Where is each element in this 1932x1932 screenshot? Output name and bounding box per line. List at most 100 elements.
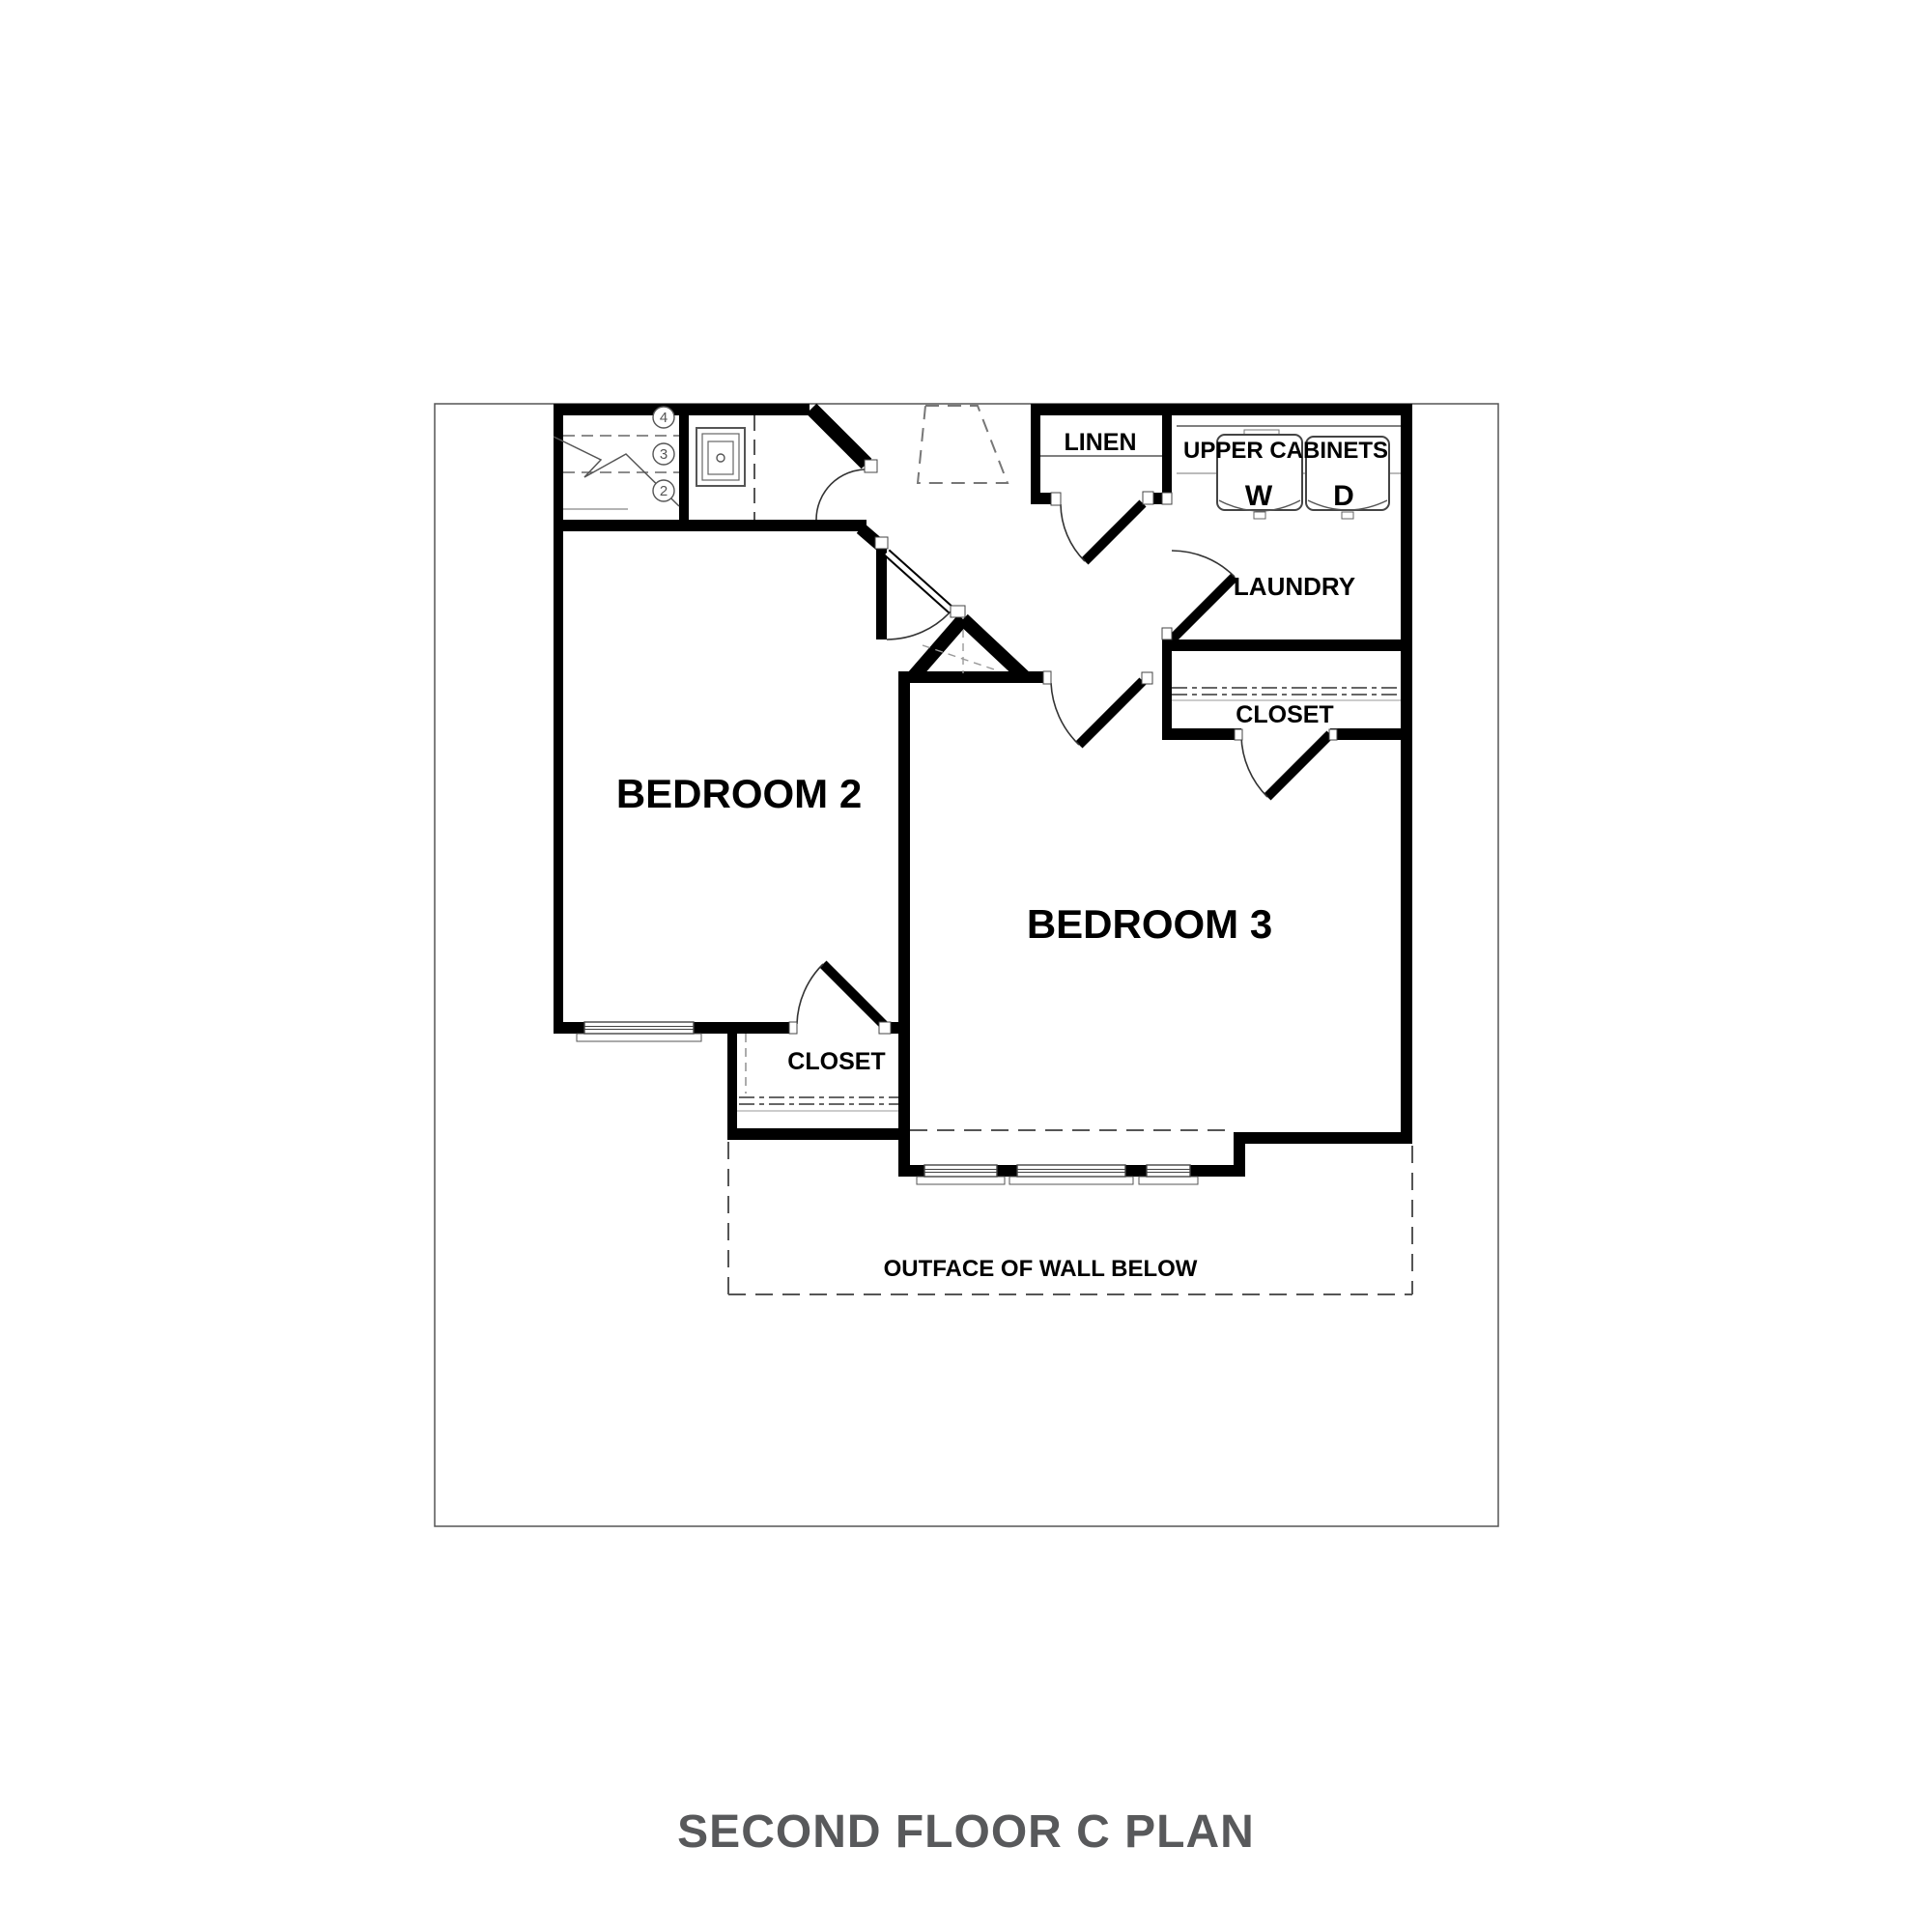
closet3-door-leaf	[1264, 730, 1334, 801]
bedroom2-window	[576, 1021, 702, 1042]
walls	[554, 403, 1412, 1177]
jamb-closet3-left	[1234, 728, 1243, 741]
bedroom3-window-2-sill	[1009, 1176, 1134, 1185]
washer-foot	[1253, 511, 1266, 520]
bedroom3-door-leaf	[1075, 677, 1147, 749]
bedroom3-window-2	[1009, 1164, 1134, 1185]
bedroom3-window-1	[916, 1164, 1006, 1185]
wall-triangle-right	[958, 613, 1031, 684]
jamb-bedroom3-hinge	[1141, 671, 1153, 685]
wall-left-exterior	[554, 404, 563, 1034]
bedroom3-window-3	[1138, 1164, 1199, 1185]
jamb-laundry-top	[1161, 492, 1173, 505]
bedroom2-door-leaf	[885, 551, 953, 612]
jamb-hall-angled	[864, 459, 878, 473]
wall-angled-hall	[806, 403, 872, 469]
attic-access-inner	[707, 440, 734, 475]
bedroom2-window-sill	[576, 1033, 702, 1042]
washer-body	[1216, 434, 1303, 511]
bedroom3-window-3-frame	[1146, 1164, 1191, 1178]
washer-label: W	[1245, 480, 1273, 512]
stairwell: 4 3 2	[553, 406, 680, 510]
bedroom2-label: BEDROOM 2	[616, 771, 862, 816]
closet2-door-leaf	[819, 960, 889, 1030]
wall-closet3-left	[1162, 639, 1172, 740]
bedroom3-window-2-frame	[1016, 1164, 1126, 1178]
dryer-front-curve	[1307, 499, 1388, 511]
wall-bedroom2-bottom-b	[694, 1022, 737, 1034]
drawing-border	[434, 403, 1499, 1527]
wall-closet3-bottom-b	[1330, 728, 1412, 740]
stair-number-circle-2	[652, 479, 675, 502]
wall-stair-right	[679, 404, 689, 531]
wall-closet2-left	[727, 1022, 737, 1140]
jamb-closet2-left	[788, 1021, 798, 1035]
jamb-bedroom3-left	[1042, 670, 1052, 685]
wall-window-seg-a	[898, 1165, 924, 1177]
dryer-label: D	[1333, 480, 1354, 512]
attic-access-outer	[696, 427, 746, 487]
closet-shelving	[737, 455, 1401, 1112]
jamb-bedroom2-hinge	[874, 536, 889, 550]
attic-access-mid	[701, 433, 740, 481]
attic-access-pull	[716, 453, 725, 463]
jamb-closet2-hinge	[878, 1021, 892, 1035]
bedroom2-window-frame	[583, 1021, 695, 1035]
outface-outline	[727, 1129, 1413, 1295]
windows	[576, 1021, 1199, 1185]
stair-number-4: 4	[660, 410, 668, 426]
wall-bedroom2-door-side	[876, 539, 887, 639]
closet2-label: CLOSET	[787, 1048, 885, 1075]
wall-bedroom2-bottom-a	[554, 1022, 584, 1034]
laundry-room	[1177, 425, 1401, 520]
wall-bedroom3-top	[898, 671, 1051, 683]
closet3-door-arc	[1240, 735, 1268, 798]
doors	[796, 469, 1334, 1030]
bedroom3-window-3-sill	[1138, 1176, 1199, 1185]
jamb-linen-hinge	[1142, 491, 1154, 505]
stair-door-arc	[815, 469, 867, 521]
stair-number-circle-4	[652, 406, 675, 429]
closet2-door-arc	[796, 963, 824, 1025]
linen-door-arc	[1060, 503, 1086, 562]
dryer-foot	[1341, 511, 1354, 520]
bedroom3-door-arc	[1050, 682, 1080, 746]
wall-linen-right	[1162, 404, 1172, 504]
washer	[1216, 429, 1303, 520]
wall-top-right	[1031, 404, 1412, 415]
bedroom3-window-1-sill	[916, 1176, 1006, 1185]
bedroom2-door-arc	[886, 610, 952, 640]
bedroom3-window-1-frame	[923, 1164, 998, 1178]
laundry-door-leaf	[1168, 573, 1238, 643]
wall-triangle-left	[906, 614, 969, 683]
wall-laundry-bottom	[1162, 639, 1412, 651]
outface-label: OUTFACE OF WALL BELOW	[884, 1256, 1198, 1282]
plan-title: SECOND FLOOR C PLAN	[677, 1806, 1255, 1858]
closet3-label: CLOSET	[1236, 701, 1333, 728]
linen-label: LINEN	[1065, 429, 1137, 456]
wall-step-horizontal	[1234, 1132, 1412, 1144]
stair-number-badges: 4 3 2	[652, 406, 675, 502]
stair-break-line	[553, 436, 680, 507]
wall-stairs-bottom	[554, 520, 867, 531]
wall-window-seg-b	[1190, 1165, 1245, 1177]
stair-number-3: 3	[660, 446, 668, 463]
door-jambs	[788, 459, 1338, 1035]
linen-door-leaf	[1081, 499, 1147, 565]
bedroom3-label: BEDROOM 3	[1027, 901, 1272, 947]
upper-cabinets-label: UPPER CABINETS	[1183, 438, 1388, 464]
laundry-door-arc	[1171, 550, 1236, 578]
jamb-laundry-bottom	[1161, 627, 1173, 640]
wall-window-mullion-b	[1125, 1165, 1147, 1177]
washer-front-curve	[1218, 499, 1301, 512]
dryer	[1305, 436, 1390, 520]
wall-window-mullion-a	[997, 1165, 1017, 1177]
wall-closet2-bottom	[727, 1128, 910, 1140]
stair-number-circle-3	[652, 442, 675, 466]
dashed-ceiling-break	[916, 405, 1009, 484]
stair-number-2: 2	[660, 483, 668, 499]
jamb-linen-left	[1050, 492, 1062, 506]
jamb-closet3-hinge	[1328, 728, 1338, 741]
